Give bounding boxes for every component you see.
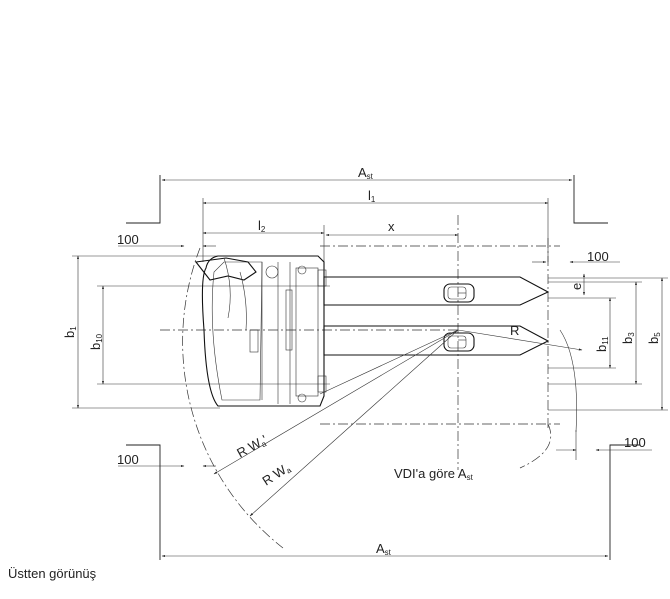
label-vdi-ast: VDI'a göre Ast xyxy=(394,466,474,482)
dimension-x: x xyxy=(325,219,459,237)
dimension-100-bottom-left: 100 xyxy=(117,452,216,468)
label-100-bottom-left: 100 xyxy=(117,452,139,467)
view-caption: Üstten görünüş xyxy=(8,566,97,581)
dimension-b10: b10 xyxy=(88,285,330,385)
dimension-ast-top: Ast xyxy=(161,165,573,182)
dimension-b5: b5 xyxy=(548,277,668,411)
turning-radii xyxy=(213,329,583,517)
dimension-100-top-left: 100 xyxy=(117,232,216,248)
centerlines xyxy=(160,215,560,549)
aisle-walls xyxy=(126,175,640,560)
dimension-ast-bottom: Ast xyxy=(161,541,609,558)
label-b5: b5 xyxy=(646,332,662,344)
dimension-l1: l1 xyxy=(202,188,549,262)
dimension-e: e xyxy=(569,273,586,296)
label-e: e xyxy=(569,283,584,290)
label-b3: b3 xyxy=(620,332,636,344)
truck-body xyxy=(194,255,327,407)
label-b1: b1 xyxy=(62,326,78,338)
label-wa: R Wa xyxy=(259,459,293,489)
label-l1: l1 xyxy=(368,188,376,204)
label-l2: l2 xyxy=(258,218,266,234)
dimension-b3: b3 xyxy=(548,281,642,385)
label-100-bottom-right: 100 xyxy=(624,435,646,450)
label-100-top-right: 100 xyxy=(587,249,609,264)
label-b11: b11 xyxy=(594,336,610,352)
label-x: x xyxy=(388,219,395,234)
label-wa-prime: R Wa' xyxy=(234,432,270,462)
dimension-l2: l2 xyxy=(202,218,325,262)
label-ast-bottom: Ast xyxy=(376,541,392,557)
label-100-top-left: 100 xyxy=(117,232,139,247)
dimension-b11: b11 xyxy=(548,297,616,369)
dimension-100-bottom-right: 100 xyxy=(556,430,652,460)
label-b10: b10 xyxy=(88,333,104,350)
label-r: R xyxy=(510,323,519,338)
dimension-100-top-right: 100 xyxy=(532,249,620,264)
dimension-b1: b1 xyxy=(62,255,220,409)
label-ast-top: Ast xyxy=(358,165,374,181)
